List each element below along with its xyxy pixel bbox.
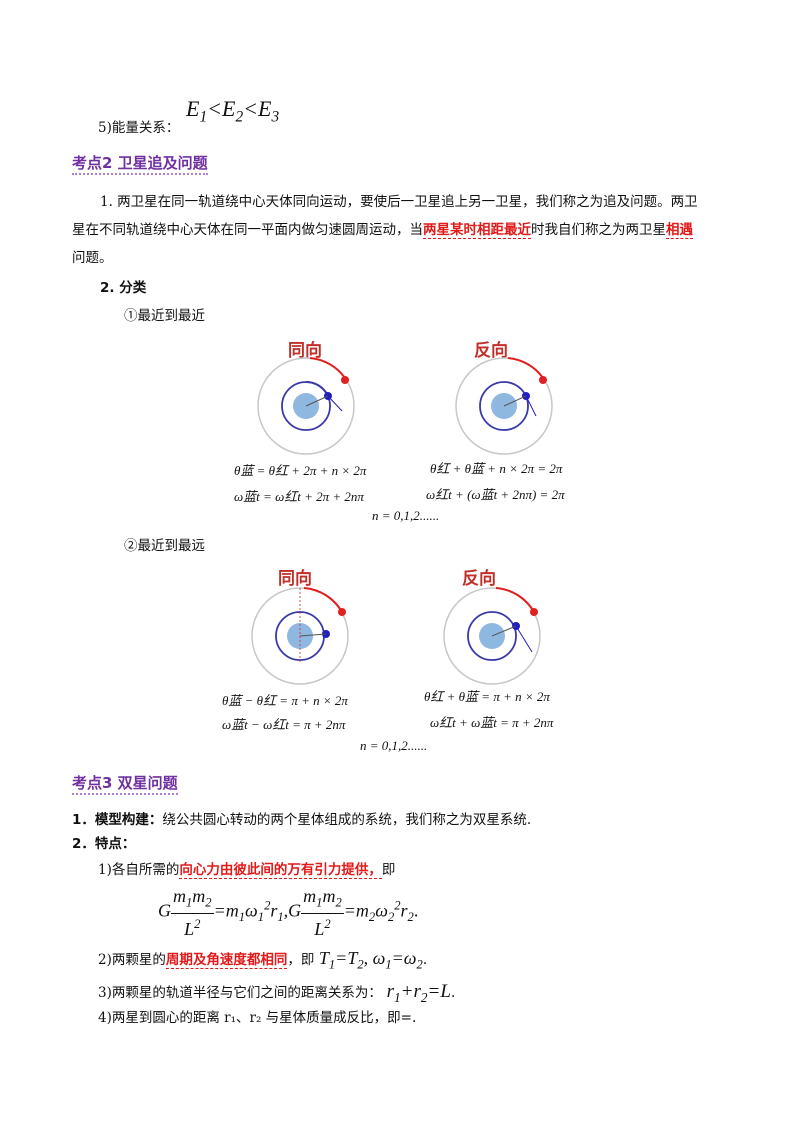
diagram-title-opposite: 反向 — [474, 340, 508, 361]
outer-orbit — [257, 357, 355, 455]
diagram-closest-opposite: 反向 — [455, 340, 553, 455]
emphasis-closest: 两星某时相距最近 — [423, 222, 531, 239]
section-3-title: 考点3 双星问题 — [72, 772, 178, 795]
red-arc — [309, 357, 346, 379]
formula-2-same-b: ω蓝t − ω红t = π + 2nπ — [222, 717, 346, 732]
model-line: 1．模型构建：绕公共圆心转动的两个星体组成的系统，我们称之为双星系统. — [72, 812, 532, 828]
feature-label: 2．特点： — [72, 836, 136, 852]
diagram-title-same: 同向 — [288, 340, 322, 361]
feature-3: 3)两颗星的轨道半径与它们之间的距离关系为： r1+r2=L. — [98, 981, 456, 1005]
formula-1-opp-a: θ红 + θ蓝 + n × 2π = 2π — [430, 461, 563, 476]
diagram-farthest-opposite: 反向 — [443, 568, 541, 685]
feature-1: 1)各自所需的向心力由彼此间的万有引力提供，即 — [98, 862, 396, 879]
formula-2-opp-b: ω红t + ω蓝t = π + 2nπ — [430, 715, 554, 730]
period-formula: T1=T2, ω1=ω2 — [314, 948, 423, 972]
diagram-farthest-same: 同向 — [251, 568, 349, 685]
svg-text:同向: 同向 — [278, 568, 312, 589]
diagram-closest-same: 同向 — [257, 340, 355, 455]
formula-1-n: n = 0,1,2...... — [372, 508, 440, 523]
formula-2-same-a: θ蓝 − θ红 = π + n × 2π — [222, 693, 348, 708]
svg-text:反向: 反向 — [462, 568, 496, 589]
classify-label: 2. 分类 — [100, 280, 147, 296]
energy-formula: E1<E2<E3 — [186, 96, 280, 126]
energy-label: 5)能量关系： — [98, 120, 180, 136]
radius-formula: r1+r2=L — [381, 981, 451, 1005]
case-1-label: ①最近到最近 — [124, 308, 205, 324]
case-2-label: ②最近到最远 — [124, 538, 205, 554]
formula-1-same-b: ω蓝t = ω红t + 2π + 2nπ — [234, 489, 364, 504]
formula-1-opp-b: ω红t + (ω蓝t + 2nπ) = 2π — [426, 487, 565, 502]
feature-2: 2)两颗星的周期及角速度都相同，即 T1=T2, ω1=ω2. — [98, 948, 428, 972]
red-satellite — [341, 376, 349, 384]
formula-1-same-a: θ蓝 = θ红 + 2π + n × 2π — [234, 463, 367, 478]
feature-4: 4)两星到圆心的距离 r₁、r₂ 与星体质量成反比，即=. — [98, 1010, 417, 1026]
formula-2-n: n = 0,1,2...... — [360, 738, 428, 753]
emphasis-meet: 相遇 — [666, 222, 693, 239]
section-2-paragraph: 1. 两卫星在同一轨道绕中心天体同向运动，要使后一卫星追上另一卫星，我们称之为追… — [72, 194, 698, 266]
section-2-title: 考点2 卫星追及问题 — [72, 152, 208, 175]
formula-2-opp-a: θ红 + θ蓝 = π + n × 2π — [424, 689, 550, 704]
